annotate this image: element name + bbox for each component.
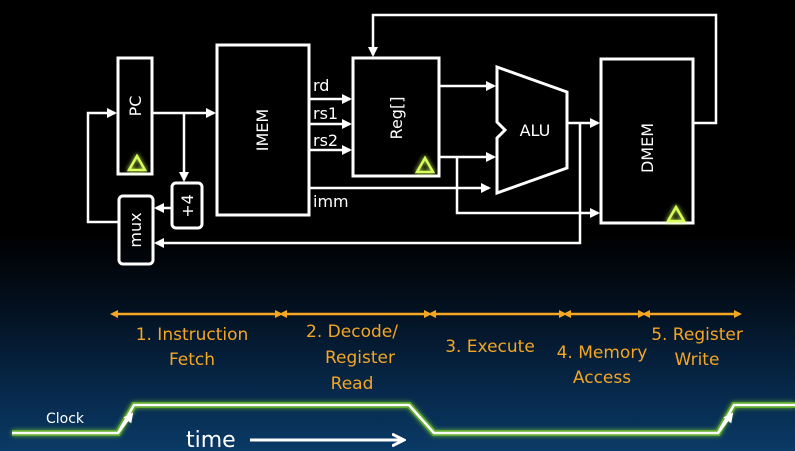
imem-block: IMEM (215, 43, 311, 217)
stage2-line3: Read (331, 374, 374, 394)
reg-label: Reg[] (387, 97, 406, 140)
clock-label: Clock (46, 411, 85, 427)
reg-to-dmem-wire (455, 157, 600, 218)
wires (86, 13, 718, 248)
alu-block: ALU (495, 64, 569, 196)
pc-register: PC (116, 56, 154, 176)
imem-label: IMEM (253, 109, 272, 151)
port-rd-label: rd (313, 76, 329, 95)
mux-to-pc-wire (86, 108, 119, 224)
stage2-line2: Register (325, 348, 395, 368)
mux-block: mux (117, 194, 155, 266)
alu-to-mux-wire (154, 123, 582, 248)
stage4-line2: Access (573, 368, 631, 388)
stage5-line2: Write (675, 350, 720, 370)
dmem-label: DMEM (638, 123, 657, 173)
port-rs2-label: rs2 (313, 131, 338, 150)
rising-edge-2-arrow (716, 412, 734, 434)
port-rs1-label: rs1 (313, 104, 338, 123)
register-file: Reg[] (351, 56, 441, 178)
stage1-line1: 1. Instruction (136, 325, 249, 345)
dmem-block: DMEM (599, 57, 695, 225)
time-label: time (186, 428, 236, 451)
pc-clock-icon (126, 153, 148, 172)
port-imm-label: imm (313, 192, 349, 211)
rising-edge-1-arrow (116, 412, 134, 434)
stage1-line2: Fetch (169, 350, 215, 370)
dmem-clock-icon (665, 204, 687, 223)
stage2-line1: 2. Decode/ (306, 322, 398, 342)
stage3-line1: 3. Execute (445, 337, 535, 357)
alu-label: ALU (520, 121, 551, 140)
clock-waveform: Clock (12, 402, 795, 436)
reg-clock-icon (414, 155, 436, 174)
plus4-adder: +4 (170, 181, 204, 230)
stage-labels: 1. Instruction Fetch 2. Decode/ Register… (136, 322, 743, 394)
writeback-wire (368, 13, 718, 125)
mux-label: mux (126, 212, 145, 247)
plus4-label: +4 (178, 194, 197, 218)
time-arrow: time (186, 428, 404, 451)
stage5-line1: 5. Register (651, 325, 743, 345)
pc-label: PC (126, 96, 145, 117)
stage4-line1: 4. Memory (557, 343, 648, 363)
